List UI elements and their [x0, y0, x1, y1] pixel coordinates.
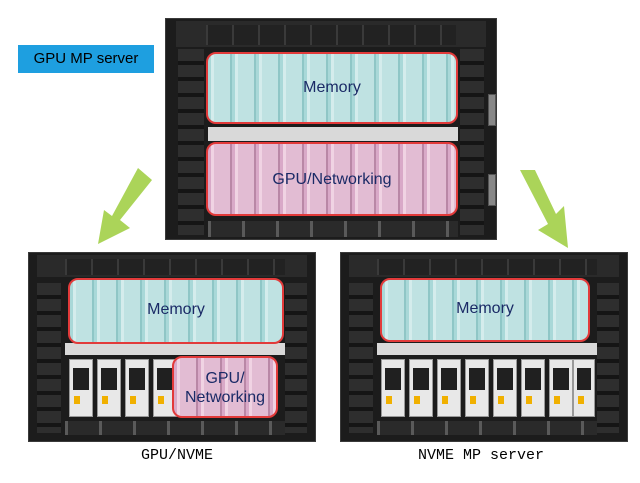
arrow-right-icon	[520, 170, 568, 248]
memory-region: Memory	[68, 278, 284, 344]
memory-label: Memory	[303, 79, 361, 96]
drive-bay	[125, 359, 149, 417]
gpu-label-line1: GPU/	[205, 370, 245, 387]
gpu-networking-label: GPU/ Networking	[174, 369, 276, 407]
drive-bay	[409, 359, 433, 417]
left-side-panel	[178, 49, 204, 235]
divider-bar	[208, 127, 458, 141]
left-side-panel	[37, 283, 61, 433]
gpu-networking-region: GPU/ Networking	[172, 356, 278, 418]
title-badge: GPU MP server	[18, 45, 154, 73]
right-side-panel	[460, 49, 484, 235]
memory-region: Memory	[380, 278, 590, 342]
memory-region: Memory	[206, 52, 458, 124]
divider-bar	[377, 343, 597, 355]
top-slot-strip	[206, 25, 456, 45]
drive-bay	[573, 359, 595, 417]
divider-bar	[65, 343, 285, 355]
side-indicator	[488, 174, 496, 206]
drive-bay	[493, 359, 517, 417]
side-indicator	[488, 94, 496, 126]
drive-bay	[521, 359, 545, 417]
memory-label: Memory	[147, 301, 205, 318]
right-side-panel	[285, 283, 307, 433]
drive-bay	[69, 359, 93, 417]
top-slot-strip	[65, 259, 285, 275]
drive-bay	[381, 359, 405, 417]
drive-bay	[549, 359, 573, 417]
gpu-networking-label: GPU/Networking	[272, 171, 392, 188]
drive-bay	[437, 359, 461, 417]
bottom-connector-strip	[208, 221, 458, 237]
bottom-connector-strip	[377, 421, 597, 435]
right-side-panel	[597, 283, 619, 433]
gpu-label-line2: Networking	[184, 389, 266, 406]
memory-label: Memory	[456, 300, 514, 317]
bottom-connector-strip	[65, 421, 285, 435]
gpu-networking-region: GPU/Networking	[206, 142, 458, 216]
caption-gpu-nvme: GPU/NVME	[141, 447, 214, 464]
drive-bay	[465, 359, 489, 417]
top-slot-strip	[377, 259, 597, 275]
caption-nvme-mp-server: NVME MP server	[418, 447, 545, 464]
arrow-left-icon	[98, 168, 152, 244]
drive-bay	[97, 359, 121, 417]
left-side-panel	[349, 283, 373, 433]
